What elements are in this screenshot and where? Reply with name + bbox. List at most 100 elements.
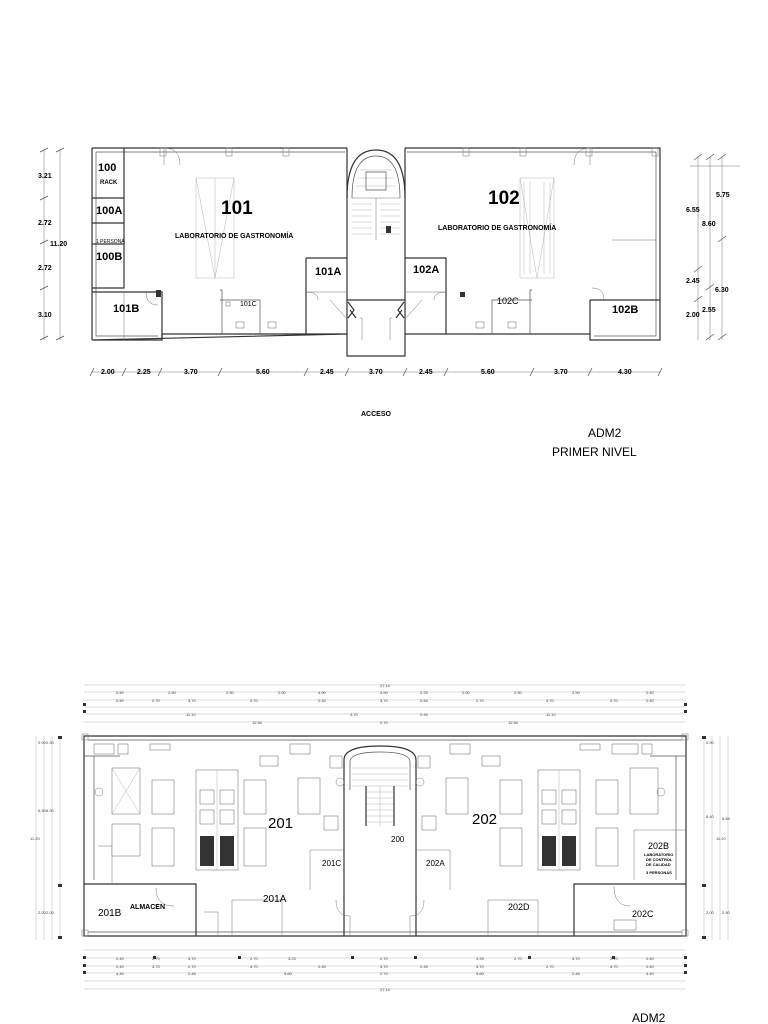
room-100a-label: 100A — [96, 205, 122, 217]
l2-dim-top-r2-3: 3.70 — [188, 698, 197, 703]
bottom-dimension-line: 2.00 2.25 3.70 5.60 2.45 3.70 2.45 5.60 … — [89, 367, 663, 377]
l2-dim-top-r2-7: 2.45 — [420, 698, 429, 703]
l2-dim-bot-r2-6: 3.70 — [380, 964, 389, 969]
left-dimension-line: 3.21 2.72 11.20 2.72 3.10 — [38, 147, 67, 341]
l2-dim-bot-r2-8: 3.70 — [476, 964, 485, 969]
l2-bottom-dimensions: 2.40 2.70 3.70 2.70 3.25 2.70 3.25 2.70 … — [83, 949, 687, 992]
l2-dim-top-r1-5: 4.90 — [318, 690, 327, 695]
l2-right-dimensions: 0.90 8.40 6.65 2.00 2.50 11.20 — [702, 736, 731, 940]
dim-left-1: 3.21 — [38, 173, 52, 180]
l2-dim-top-r2-6: 3.70 — [380, 698, 389, 703]
dim-bottom-5: 2.45 — [320, 369, 334, 376]
l2-dim-bot-r2-5: 2.45 — [318, 964, 327, 969]
l2-dim-top-r1-9: 2.50 — [514, 690, 523, 695]
l2-dim-bot-r2-11: 2.40 — [646, 964, 655, 969]
room-102a-label: 102A — [413, 264, 439, 276]
dim-left-5: 3.10 — [38, 312, 52, 319]
room-202b-label: 202B — [648, 841, 669, 851]
l2-dim-bot-r3-3: 5.60 — [284, 971, 293, 976]
room-100-sub: RACK — [100, 180, 118, 186]
l2-dim-top-r1-11: 2.40 — [646, 690, 655, 695]
l2-dim-top-r1-2: 2.50 — [168, 690, 177, 695]
room-102-label: 102 — [488, 188, 520, 209]
l2-dim-bot-r3-2: 2.45 — [188, 971, 197, 976]
dim-left-2: 2.72 — [38, 220, 52, 227]
l2-dim-bot-r1-3: 3.70 — [188, 956, 197, 961]
l2-dim-top-r2-1: 2.40 — [116, 698, 125, 703]
room-202c-label: 202C — [632, 909, 654, 919]
room-101b-label: 101B — [113, 303, 139, 315]
l2-dim-bot-r3-5: 5.60 — [476, 971, 485, 976]
l2-dim-top-r1-10: 2.50 — [572, 690, 581, 695]
room-201-label: 201 — [268, 815, 293, 832]
l2-dim-bot-r1-8: 2.70 — [514, 956, 523, 961]
l2-left-dimensions: 0.90 0.30 6.30 6.30 2.20 2.00 11.20 — [30, 736, 62, 940]
level2-caption-code: ADM2 — [632, 1011, 666, 1024]
l2-dim-top-r1-8: 2.50 — [462, 690, 471, 695]
l2-dim-bot-r2-3: 2.70 — [188, 964, 197, 969]
almacen-label: ALMACEN — [130, 904, 165, 911]
l2-dim-bot-r2-7: 2.45 — [420, 964, 429, 969]
l2-top-dimensions: 27.10 2.40 2.50 2.50 2.50 4.90 3.50 2.25… — [83, 683, 687, 725]
l2-left-furniture — [93, 743, 345, 871]
l2-dim-bot-r2-10: 3.70 — [610, 964, 619, 969]
l2-dim-bot-r3-6: 2.45 — [572, 971, 581, 976]
l2-dim-bot-r1-2: 2.70 — [152, 956, 161, 961]
dim-left-4: 2.72 — [38, 265, 52, 272]
l2-dim-left-1: 0.90 — [38, 740, 47, 745]
l2-dim-top-r2-9: 3.70 — [546, 698, 555, 703]
l2-dim-bot-total: 27.10 — [380, 987, 391, 992]
room-102-name: LABORATORIO DE GASTRONOMÍA — [438, 223, 556, 232]
room-100b-label: 100B — [96, 251, 122, 263]
dim-right-2: 6.55 — [686, 207, 700, 214]
dim-right-3: 8.60 — [702, 221, 716, 228]
dim-right-4: 2.45 — [686, 278, 700, 285]
l2-dim-right-2: 8.40 — [706, 814, 715, 819]
l2-dim-bot-r1-1: 2.40 — [116, 956, 125, 961]
l2-dim-top-r3-2: 3.70 — [350, 712, 359, 717]
room-202b-sub-1: LABORATORIO — [644, 852, 673, 857]
l2-dim-top-r2-11: 2.40 — [646, 698, 655, 703]
dim-left-3: 11.20 — [50, 241, 67, 248]
l2-dim-top-r1-3: 2.50 — [226, 690, 235, 695]
l2-dim-bot-r1-5: 3.25 — [288, 956, 297, 961]
dim-bottom-7: 2.45 — [419, 369, 433, 376]
room-200-label: 200 — [391, 835, 405, 844]
level1-caption-code: ADM2 — [588, 426, 622, 440]
l2-dim-right-1: 0.90 — [706, 740, 715, 745]
room-202b-sub-4: 3 PERSONAS — [646, 870, 672, 875]
room-101a-label: 101A — [315, 266, 341, 278]
l2-dim-right-3: 6.65 — [722, 816, 731, 821]
dim-right-5: 6.30 — [715, 287, 729, 294]
dim-bottom-2: 2.25 — [137, 369, 151, 376]
l2-dim-bot-r2-2: 3.70 — [152, 964, 161, 969]
l2-dim-top-r1-1: 2.40 — [116, 690, 125, 695]
l2-dim-top-r1-6: 3.50 — [380, 690, 389, 695]
room-201c-label: 201C — [322, 859, 341, 868]
l2-dim-bot-r1-7: 3.25 — [476, 956, 485, 961]
room-202-label: 202 — [472, 811, 497, 828]
l2-left-cooking-bank — [195, 769, 239, 871]
l2-dim-bot-r3-1: 4.40 — [116, 971, 125, 976]
l2-dim-top-r3-4: 11.10 — [546, 712, 556, 717]
room-202a-label: 202A — [426, 859, 445, 868]
l2-dim-bot-r1-9: 3.70 — [572, 956, 581, 961]
l2-dim-bot-r2-1: 2.40 — [116, 964, 125, 969]
l2-dim-top-r2-5: 2.45 — [318, 698, 327, 703]
l2-dim-bot-r1-10: 2.70 — [610, 956, 619, 961]
dim-bottom-3: 3.70 — [184, 369, 198, 376]
room-101-name: LABORATORIO DE GASTRONOMÍA — [175, 231, 293, 240]
dim-bottom-9: 3.70 — [554, 369, 568, 376]
l2-dim-top-r3-1: 11.10 — [186, 712, 196, 717]
room-102c-label: 102C — [497, 296, 519, 306]
second-level-plan: 27.10 2.40 2.50 2.50 2.50 4.90 3.50 2.25… — [30, 683, 731, 1024]
l2-dim-left-5: 2.20 — [38, 910, 47, 915]
right-dimension-line: 5.75 6.55 8.60 2.45 6.30 2.00 2.55 — [686, 153, 740, 341]
room-202b-sub-3: DE CALIDAD — [646, 862, 671, 867]
dim-bottom-10: 4.30 — [618, 369, 632, 376]
l2-dim-right-4: 2.00 — [706, 910, 715, 915]
l2-dim-top-r2-4: 2.70 — [250, 698, 259, 703]
l2-dim-left-2: 0.30 — [46, 740, 55, 745]
dim-bottom-4: 5.60 — [256, 369, 270, 376]
l2-dim-bot-r1-11: 2.40 — [646, 956, 655, 961]
